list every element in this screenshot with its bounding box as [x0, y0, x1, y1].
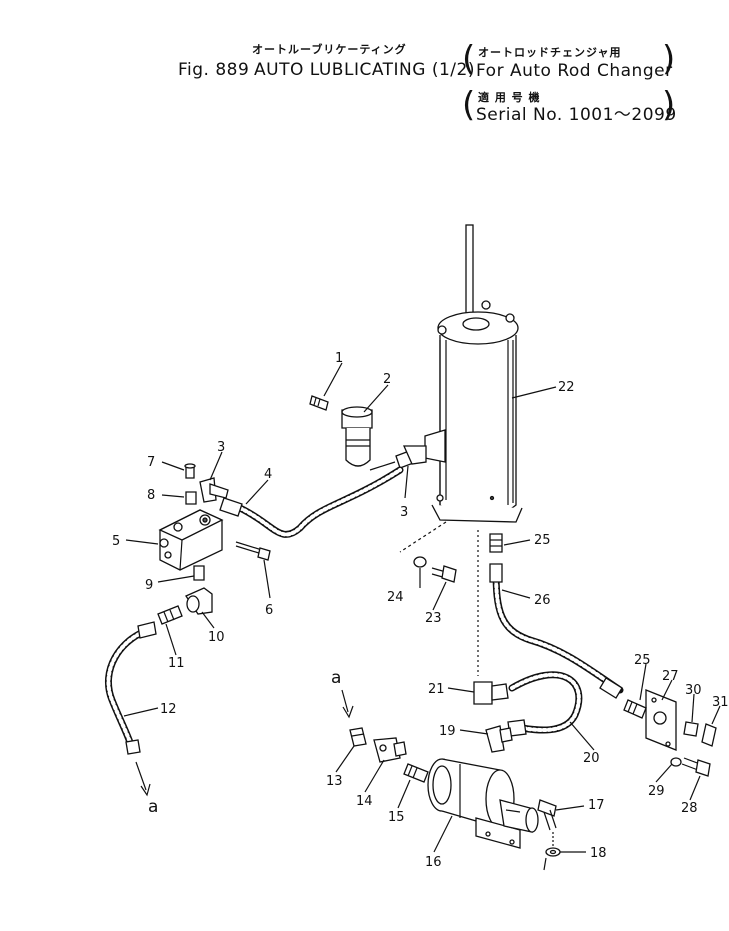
callout-25-upper: 25: [534, 533, 551, 548]
tank-tie-bolt: [505, 313, 515, 323]
tank-level-rod: [465, 224, 474, 321]
bolt-23: [431, 565, 457, 583]
paren-close-1: ): [662, 39, 676, 79]
callout-6: 6: [265, 603, 273, 618]
callout-9: 9: [145, 578, 153, 593]
callout-7: 7: [147, 455, 155, 470]
callout-23: 23: [425, 611, 442, 626]
tank-tie-bolt: [437, 325, 447, 335]
line-filter-2: [341, 406, 373, 467]
callout-8: 8: [147, 488, 155, 503]
connector-label-a-lower: a: [148, 797, 158, 817]
note2-english: Serial No. 1001～2099: [476, 105, 677, 125]
callout-17: 17: [588, 798, 605, 813]
callout-21: 21: [428, 682, 445, 697]
callout-25-right: 25: [634, 653, 651, 668]
connector-25-upper: [489, 533, 503, 553]
nipple-8: [185, 491, 197, 505]
callout-22: 22: [558, 380, 575, 395]
nipple-30: [683, 721, 699, 737]
callout-31: 31: [712, 695, 729, 710]
tank-top-boss: [462, 317, 490, 331]
arrow-from-a-upper: [341, 689, 349, 713]
bolt-28: [681, 757, 711, 777]
callout-29: 29: [648, 784, 665, 799]
tank-base-flange: [431, 504, 523, 523]
connector-15: [403, 763, 429, 783]
figure-title: AUTO LUBLICATING (1/2): [254, 60, 475, 80]
connector-13: [349, 727, 367, 747]
callout-27: 27: [662, 669, 679, 684]
callout-10: 10: [208, 630, 225, 645]
callout-19: 19: [439, 724, 456, 739]
tank-body: [439, 335, 517, 521]
callout-30: 30: [685, 683, 702, 698]
note1-japanese: オートロッドチェンジャ用: [478, 46, 622, 59]
leader-lines: [123, 362, 721, 853]
grease-pump-16: [427, 758, 539, 849]
connector-11: [157, 605, 183, 625]
callout-28: 28: [681, 801, 698, 816]
bracket-27: [645, 689, 677, 751]
figure-number: Fig. 889: [178, 60, 250, 80]
callout-20: 20: [583, 751, 600, 766]
bolt-17: [537, 799, 557, 831]
callout-3-left: 3: [217, 440, 225, 455]
paren-close-2: ): [662, 85, 676, 125]
bolt-6: [235, 541, 271, 561]
grease-tank-22: [424, 224, 523, 523]
callout-26: 26: [534, 593, 551, 608]
title-japanese: オートルーブリケーティング: [252, 43, 407, 56]
callout-13: 13: [326, 774, 343, 789]
callout-5: 5: [112, 534, 120, 549]
distributor-valve-5: [158, 509, 224, 571]
hose-12: [104, 626, 152, 752]
callout-15: 15: [388, 810, 405, 825]
nipple-9: [193, 565, 205, 581]
washer-29: [670, 757, 682, 767]
callout-11: 11: [168, 656, 185, 671]
paren-open-2: (: [462, 85, 476, 125]
callout-16: 16: [425, 855, 442, 870]
callout-18: 18: [590, 846, 607, 861]
connector-label-a-upper: a: [331, 668, 341, 688]
note2-japanese: 適 用 号 機: [478, 91, 541, 104]
paren-open-1: (: [462, 39, 476, 79]
connector-1: [309, 395, 329, 411]
note1-english: For Auto Rod Changer: [476, 61, 673, 81]
arrow-to-a-lower: [135, 761, 147, 791]
callout-1: 1: [335, 351, 343, 366]
tank-bracket: [424, 429, 446, 463]
grease-fitting-31: [701, 723, 717, 747]
callout-12: 12: [160, 702, 177, 717]
callout-14: 14: [356, 794, 373, 809]
tank-tie-bolt: [481, 300, 491, 310]
callout-24: 24: [387, 590, 404, 605]
callout-4: 4: [264, 467, 272, 482]
callout-3-right: 3: [400, 505, 408, 520]
callout-2: 2: [383, 372, 391, 387]
tee-21: [473, 681, 493, 705]
elbow-19: [485, 725, 505, 753]
washer-24: [413, 556, 427, 568]
